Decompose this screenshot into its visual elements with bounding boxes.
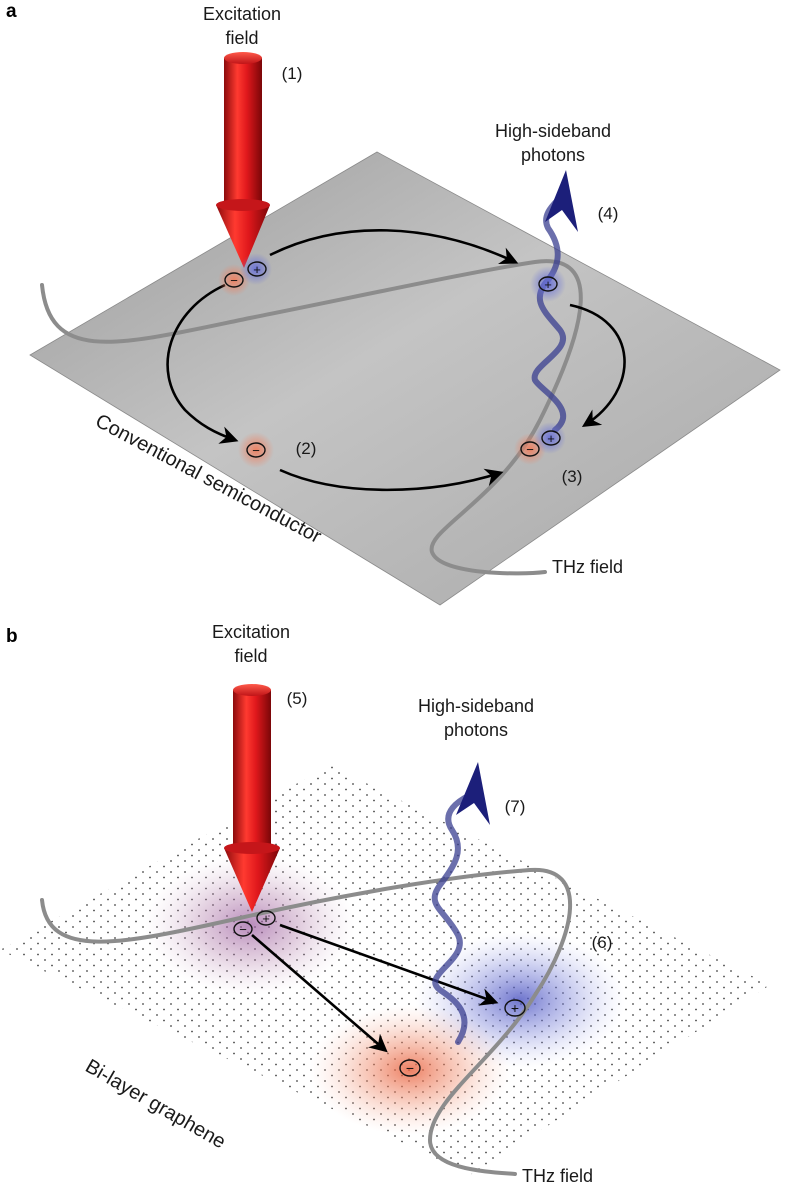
electron-charge-6: − (399, 1059, 421, 1077)
svg-text:+: + (253, 262, 261, 277)
photons-label-a-line2: photons (521, 145, 585, 165)
svg-text:+: + (544, 277, 552, 292)
electron-charge-1: − (224, 272, 244, 288)
trajectory-to-electron (251, 934, 388, 1053)
excitation-label-a-line2: field (225, 28, 258, 48)
hole-glow-3 (534, 422, 566, 454)
hole-glow-4 (530, 266, 566, 302)
excitation-beam-b (224, 684, 280, 912)
svg-text:−: − (406, 1060, 414, 1076)
photons-label-b-line2: photons (444, 720, 508, 740)
step-1-label: (1) (282, 64, 303, 83)
trajectory-arrow-right (569, 303, 626, 427)
electron-charge-3: − (520, 441, 540, 457)
excitation-label-b-line1: Excitation (212, 622, 290, 642)
photon-wave-a (531, 192, 566, 433)
hole-glow-1 (240, 253, 272, 285)
hole-charge-5: + (256, 910, 276, 926)
thz-label-b: THz field (522, 1166, 593, 1186)
thz-field-curve-a (40, 259, 583, 576)
photons-label-a-line1: High-sideband (495, 121, 611, 141)
panel-a: a − + (6, 1, 781, 606)
electron-glow-2 (238, 432, 274, 468)
svg-text:−: − (230, 273, 238, 288)
step-2-label: (2) (296, 439, 317, 458)
hole-charge-6: + (504, 999, 526, 1017)
semiconductor-plane (29, 151, 781, 606)
svg-text:−: − (526, 442, 534, 457)
hole-charge-3: + (541, 430, 561, 446)
panel-a-letter: a (6, 1, 17, 22)
thz-label-a: THz field (552, 557, 623, 577)
svg-text:+: + (262, 911, 270, 926)
electron-charge-5: − (233, 921, 253, 937)
electron-charge-2: − (246, 442, 266, 458)
photon-arrowhead-a (545, 170, 578, 232)
trajectory-arrow-left (166, 283, 239, 444)
svg-text:+: + (547, 431, 555, 446)
step-6-label: (6) (592, 933, 613, 952)
step-3-label: (3) (562, 467, 583, 486)
excitation-label-a-line1: Excitation (203, 4, 281, 24)
trajectory-to-hole (279, 923, 499, 1006)
excitation-label-b-line2: field (234, 646, 267, 666)
photons-label-b-line1: High-sideband (418, 696, 534, 716)
step-5-label: (5) (287, 689, 308, 708)
svg-text:−: − (252, 443, 260, 458)
panel-b: b − + (0, 622, 770, 1186)
hole-charge-1: + (247, 261, 267, 277)
trajectory-arrow-top (269, 228, 519, 265)
material-label-b: Bi-layer graphene (82, 1055, 230, 1153)
hole-charge-4: + (538, 276, 558, 292)
excitation-beam-a (216, 52, 270, 268)
svg-text:+: + (511, 1000, 519, 1016)
step-7-label: (7) (505, 797, 526, 816)
trajectory-arrow-bottom (279, 468, 504, 492)
photon-arrowhead-b (456, 762, 490, 825)
panel-b-letter: b (6, 626, 18, 647)
photon-wave-b (431, 792, 473, 1045)
thz-field-curve-b (40, 867, 573, 1176)
svg-text:−: − (239, 922, 247, 937)
step-4-label: (4) (598, 204, 619, 223)
